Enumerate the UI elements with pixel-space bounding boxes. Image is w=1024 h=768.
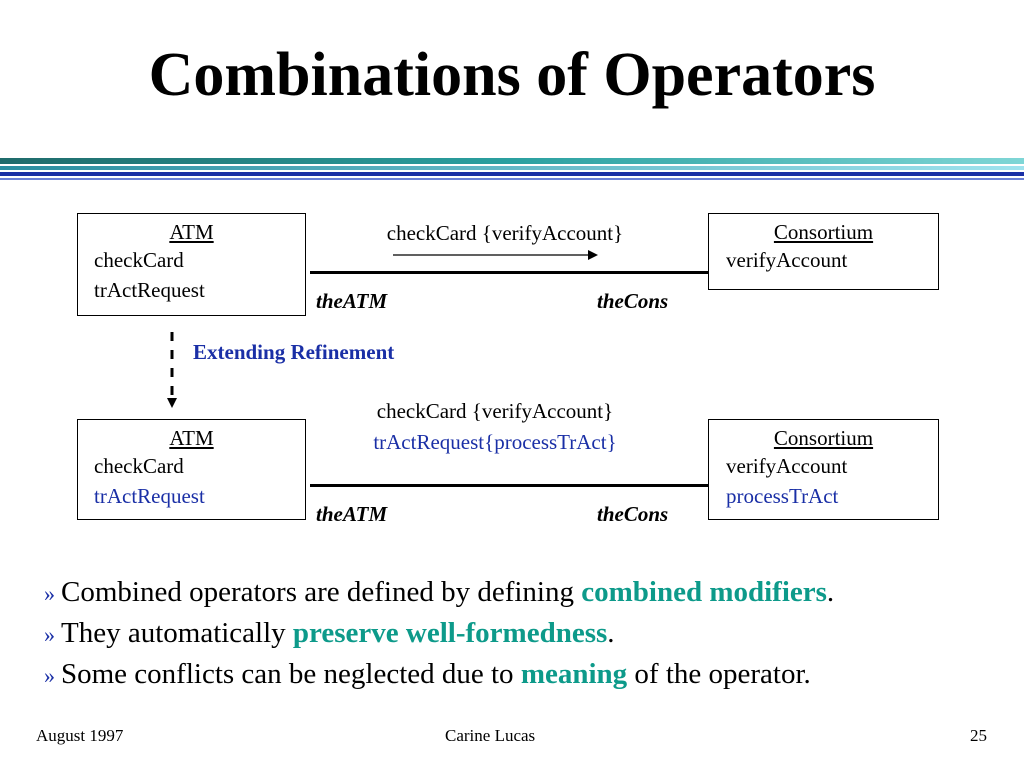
bullet-text: They automatically [61, 617, 293, 649]
bottom-message-label: checkCard {verifyAccount} [376, 399, 614, 423]
footer-author: Carine Lucas [445, 726, 536, 745]
bottom-consortium-op: verifyAccount [726, 454, 848, 478]
bottom-atm-title: ATM [169, 426, 214, 450]
bullet-highlight: meaning [520, 658, 628, 690]
bullet-text: Some conflicts can be neglected due to [61, 658, 521, 690]
bullet-text-end: of the operator. [627, 658, 811, 690]
top-message-arrow [393, 250, 598, 260]
divider-bar-dark [0, 158, 1024, 164]
top-left-role: theATM [316, 289, 388, 313]
top-message-label: checkCard {verifyAccount} [386, 221, 624, 245]
bottom-left-role: theATM [316, 502, 388, 526]
bottom-atm-box: ATM checkCard trActRequest [77, 419, 306, 520]
bullet-text: Combined operators are defined by defini… [61, 576, 582, 608]
top-association-line [310, 271, 708, 274]
top-atm-box: ATM checkCard trActRequest [77, 213, 306, 316]
top-atm-title: ATM [169, 220, 214, 244]
slide-title: Combinations of Operators [148, 41, 876, 109]
bullet-mark: » [44, 622, 55, 647]
footer-page-number: 25 [970, 726, 987, 745]
bullet-item: »Combined operators are defined by defin… [44, 576, 834, 609]
bullet-mark: » [44, 663, 55, 688]
bullet-item: »They automatically preserve well-formed… [44, 617, 615, 650]
divider-bar-lightblue [0, 178, 1024, 180]
bottom-consortium-box: Consortium verifyAccount processTrAct [708, 419, 939, 520]
top-right-role: theCons [597, 289, 669, 313]
divider-bar-teal [0, 166, 1024, 170]
refinement-dashed-arrow [167, 332, 177, 408]
title-divider-bars [0, 158, 1024, 182]
top-consortium-box: Consortium verifyAccount [708, 213, 939, 290]
bullet-item: »Some conflicts can be neglected due to … [44, 658, 811, 691]
top-consortium-op: verifyAccount [726, 248, 848, 272]
bullet-mark: » [44, 581, 55, 606]
top-atm-op: checkCard [94, 248, 184, 272]
bottom-message-label-new: trActRequest{processTrAct} [373, 430, 617, 454]
bottom-right-role: theCons [597, 502, 669, 526]
bottom-atm-op: checkCard [94, 454, 184, 478]
footer-date: August 1997 [36, 726, 124, 745]
bottom-atm-op-new: trActRequest [94, 484, 205, 508]
bottom-consortium-title: Consortium [773, 426, 874, 450]
bottom-association-line [310, 484, 708, 487]
bullet-text-end: . [826, 576, 835, 608]
top-consortium-title: Consortium [773, 220, 874, 244]
divider-bar-blue [0, 172, 1024, 176]
top-atm-op: trActRequest [94, 278, 205, 302]
bottom-consortium-op-new: processTrAct [726, 484, 839, 508]
bullet-highlight: combined modifiers [581, 576, 827, 608]
bullet-text-end: . [607, 617, 615, 649]
refinement-label: Extending Refinement [193, 340, 395, 364]
bullet-highlight: preserve well-formedness [292, 617, 608, 649]
